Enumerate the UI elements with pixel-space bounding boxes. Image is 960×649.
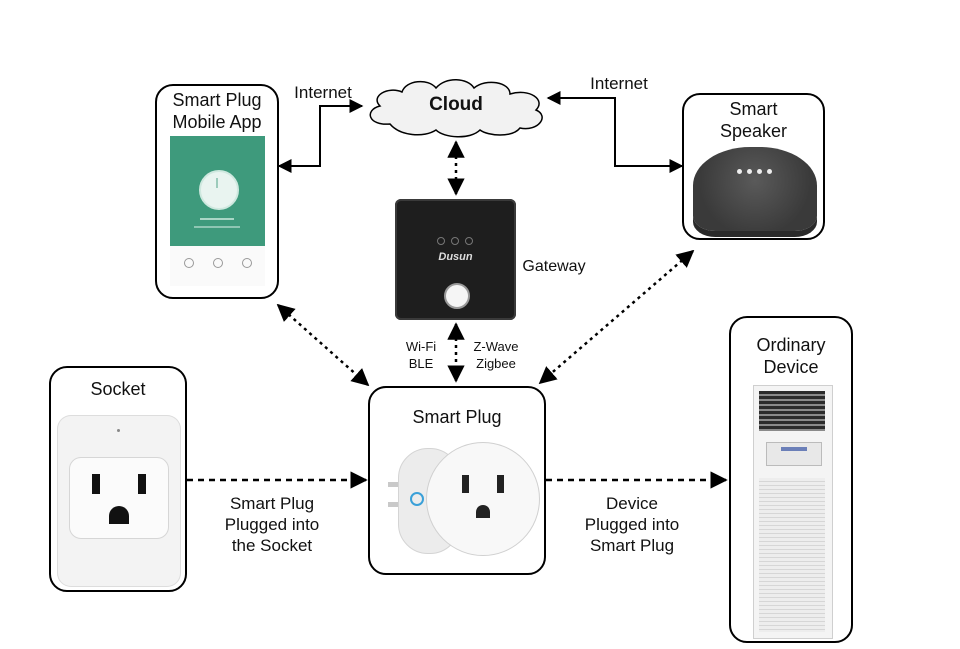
speaker-image [693,147,817,231]
device-title-line2: Device [763,357,819,377]
mobile-app-title: Smart Plug Mobile App [157,89,277,133]
plug-device-label-line1: Device [606,494,658,513]
cloud-icon [369,79,543,138]
socket-node: Socket [49,366,187,592]
socket-plug-label-line3: the Socket [231,536,313,555]
internet-label-right: Internet [590,74,648,93]
status-text-bar-2 [194,226,240,228]
protocol-ble: BLE [408,356,434,371]
edge-speaker-cloud [546,91,684,173]
gateway-label: Gateway [522,258,586,275]
ac-bottom-grille [759,478,825,632]
edge-speaker-plug [538,249,695,385]
power-button-icon [199,170,239,210]
socket-plug-label: Smart Plug Plugged into the Socket [200,493,344,556]
edge-app-cloud [277,99,364,173]
edge-app-plug [276,303,370,387]
plug-slot-right [497,475,504,493]
plug-slot-left [462,475,469,493]
timer-icon [184,258,194,268]
plug-device-label-line3: Smart Plug [589,536,675,555]
socket-plug-label-line2: Plugged into [224,515,320,534]
ac-unit-image [753,385,833,639]
protocol-wifi: Wi-Fi [405,339,437,354]
ac-panel [766,442,822,466]
outlet-face [69,457,169,539]
outlet-slot-left [92,474,100,494]
plug-ground [476,505,490,518]
ordinary-device-node: Ordinary Device [729,316,853,643]
countdown-icon [242,258,252,268]
gateway-button [444,283,470,309]
app-bottom-bar [170,246,265,286]
plug-device-label-line2: Plugged into [584,515,680,534]
outlet-slot-right [138,474,146,494]
outlet-ground [109,506,129,524]
plug-face [426,442,540,556]
socket-title: Socket [90,379,146,399]
device-title-line1: Ordinary [756,335,826,355]
speaker-title: Smart Speaker [684,98,823,142]
smart-plug-node: Smart Plug [368,386,546,575]
gateway-brand: Dusun [438,251,473,263]
app-screenshot [170,136,265,246]
ac-top-vent [759,391,825,431]
log-icon [213,258,223,268]
socket-plug-label-line1: Smart Plug [229,494,315,513]
gateway-device: Dusun [395,199,516,320]
device-title: Ordinary Device [731,334,851,378]
socket-led [117,429,120,432]
cloud-label: Cloud [429,94,483,115]
speaker-title-line1: Smart [729,99,778,119]
power-glyph [216,178,218,188]
protocol-label-right: Z-Wave Zigbee [466,338,526,372]
plug-light-icon [410,492,424,506]
socket-plate [57,415,181,587]
mobile-app-title-line2: Mobile App [172,112,262,132]
smart-plug-image [380,440,540,568]
ac-brand-mark [781,447,807,451]
mobile-app-node: Smart Plug Mobile App [155,84,279,299]
smart-plug-title: Smart Plug [412,407,502,427]
internet-label-left: Internet [294,83,352,102]
plug-device-label: Device Plugged into Smart Plug [560,493,704,556]
speaker-lights [737,169,773,175]
plug-prongs [388,482,408,510]
speaker-title-line2: Speaker [719,121,788,141]
cloud-node: Cloud [360,74,552,140]
smart-speaker-node: Smart Speaker [682,93,825,240]
status-text-bar [200,218,234,220]
protocol-zwave: Z-Wave [473,339,519,354]
protocol-label-left: Wi-Fi BLE [396,338,446,372]
gateway-leds [437,237,475,245]
mobile-app-title-line1: Smart Plug [172,90,262,110]
protocol-zigbee: Zigbee [476,356,516,371]
